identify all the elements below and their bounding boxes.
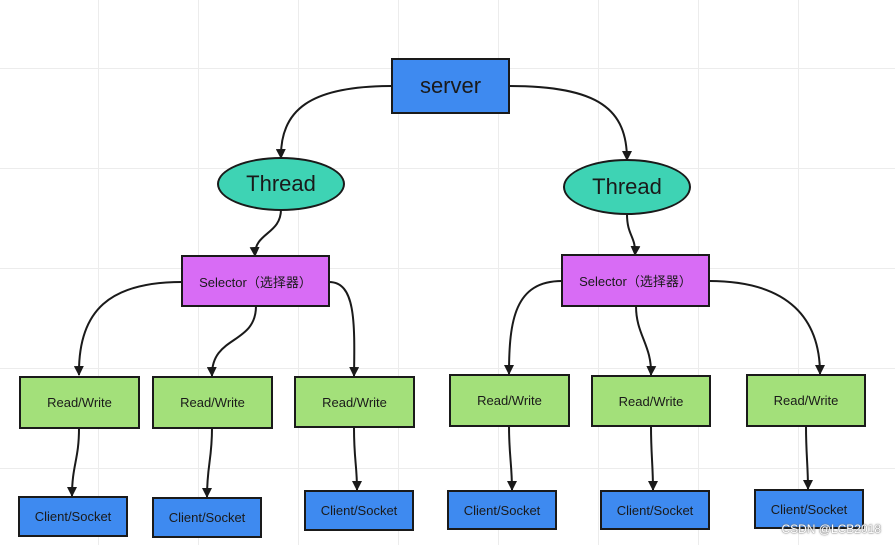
edge-rw-client-3: [351, 427, 362, 491]
watermark-text: CSDN @LCB2018: [781, 522, 881, 536]
read-write-node-3[interactable]: Read/Write: [294, 376, 415, 428]
client-socket-node-5[interactable]: Client/Socket: [600, 490, 710, 530]
thread-node-left[interactable]: Thread: [217, 157, 345, 211]
edge-thread-left-selector-left: [249, 208, 282, 257]
edge-selector-left-rw-3: [328, 281, 360, 377]
edge-server-thread-right: [508, 85, 632, 161]
client-socket-node-1[interactable]: Client/Socket: [18, 496, 128, 537]
client-socket-node-6[interactable]: Client/Socket: [754, 489, 864, 529]
read-write-node-1[interactable]: Read/Write: [19, 376, 140, 429]
edge-selector-right-rw-4: [504, 280, 563, 375]
client-socket-node-3[interactable]: Client/Socket: [304, 490, 414, 531]
edge-selector-left-rw-1: [73, 281, 183, 376]
edge-thread-right-selector-right: [626, 213, 641, 256]
edge-rw-client-1: [67, 427, 80, 497]
selector-node-left[interactable]: Selector（选择器）: [181, 255, 330, 307]
read-write-node-6[interactable]: Read/Write: [746, 374, 866, 427]
client-socket-node-2[interactable]: Client/Socket: [152, 497, 262, 538]
edge-rw-client-6: [802, 425, 813, 490]
server-node[interactable]: server: [391, 58, 510, 114]
read-write-node-4[interactable]: Read/Write: [449, 374, 570, 427]
client-socket-node-4[interactable]: Client/Socket: [447, 490, 557, 530]
edge-rw-client-4: [506, 425, 517, 491]
edge-selector-left-rw-2: [206, 305, 257, 377]
selector-node-right[interactable]: Selector（选择器）: [561, 254, 710, 307]
edge-server-thread-left: [275, 85, 393, 159]
edge-rw-client-5: [647, 425, 658, 491]
read-write-node-2[interactable]: Read/Write: [152, 376, 273, 429]
thread-node-right[interactable]: Thread: [563, 159, 691, 215]
edge-rw-client-2: [202, 427, 213, 498]
read-write-node-5[interactable]: Read/Write: [591, 375, 711, 427]
edge-selector-right-rw-5: [635, 305, 657, 376]
edge-selector-right-rw-6: [708, 280, 825, 375]
